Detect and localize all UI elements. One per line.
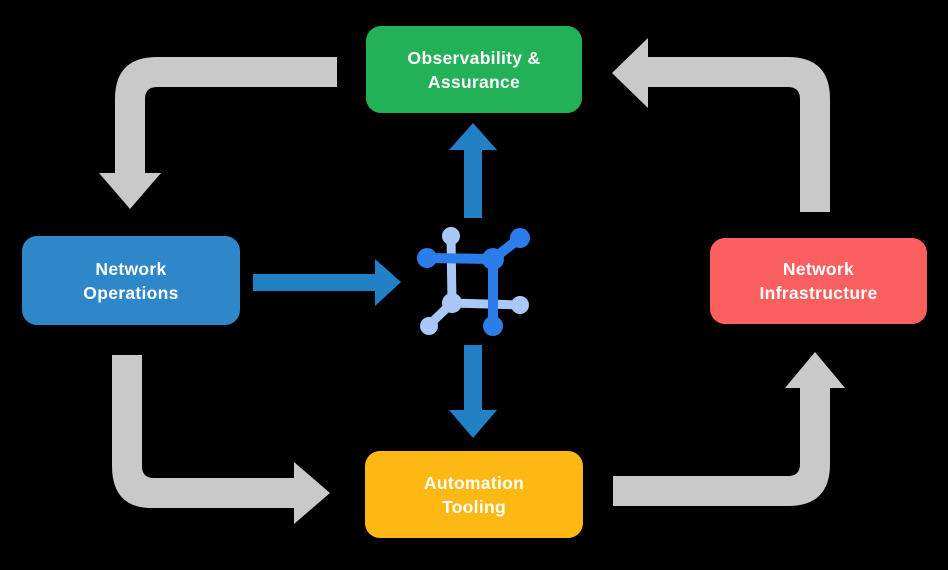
node-network-infrastructure: Network Infrastructure bbox=[710, 238, 927, 324]
node-observability-assurance: Observability & Assurance bbox=[366, 26, 582, 113]
arrow-observability-to-operations bbox=[99, 57, 337, 209]
arrow-platform-to-automation bbox=[449, 345, 497, 438]
node-network-operations: Network Operations bbox=[22, 236, 240, 325]
icon-node-dot bbox=[511, 296, 529, 314]
arrow-operations-to-automation bbox=[112, 355, 330, 524]
icon-node-dot bbox=[442, 227, 460, 245]
icon-node-dot bbox=[510, 228, 530, 248]
arrow-operations-to-platform bbox=[253, 259, 401, 306]
icon-link-line bbox=[447, 298, 525, 310]
icon-link-line bbox=[422, 253, 498, 264]
icon-node-dot bbox=[417, 248, 437, 268]
icon-node-dot bbox=[420, 317, 438, 335]
icon-node-dot bbox=[483, 316, 503, 336]
icon-node-dot bbox=[482, 248, 504, 270]
arrow-platform-to-observability bbox=[449, 123, 497, 218]
network-platform-icon bbox=[417, 227, 530, 336]
node-automation-tooling: Automation Tooling bbox=[365, 451, 583, 538]
icon-link-line bbox=[446, 231, 457, 308]
arrow-infrastructure-to-observability bbox=[612, 38, 830, 212]
arrow-automation-to-infrastructure bbox=[613, 352, 845, 506]
icon-dark-nodes bbox=[417, 228, 530, 336]
icon-light-nodes bbox=[420, 227, 529, 335]
icon-node-dot bbox=[442, 293, 462, 313]
